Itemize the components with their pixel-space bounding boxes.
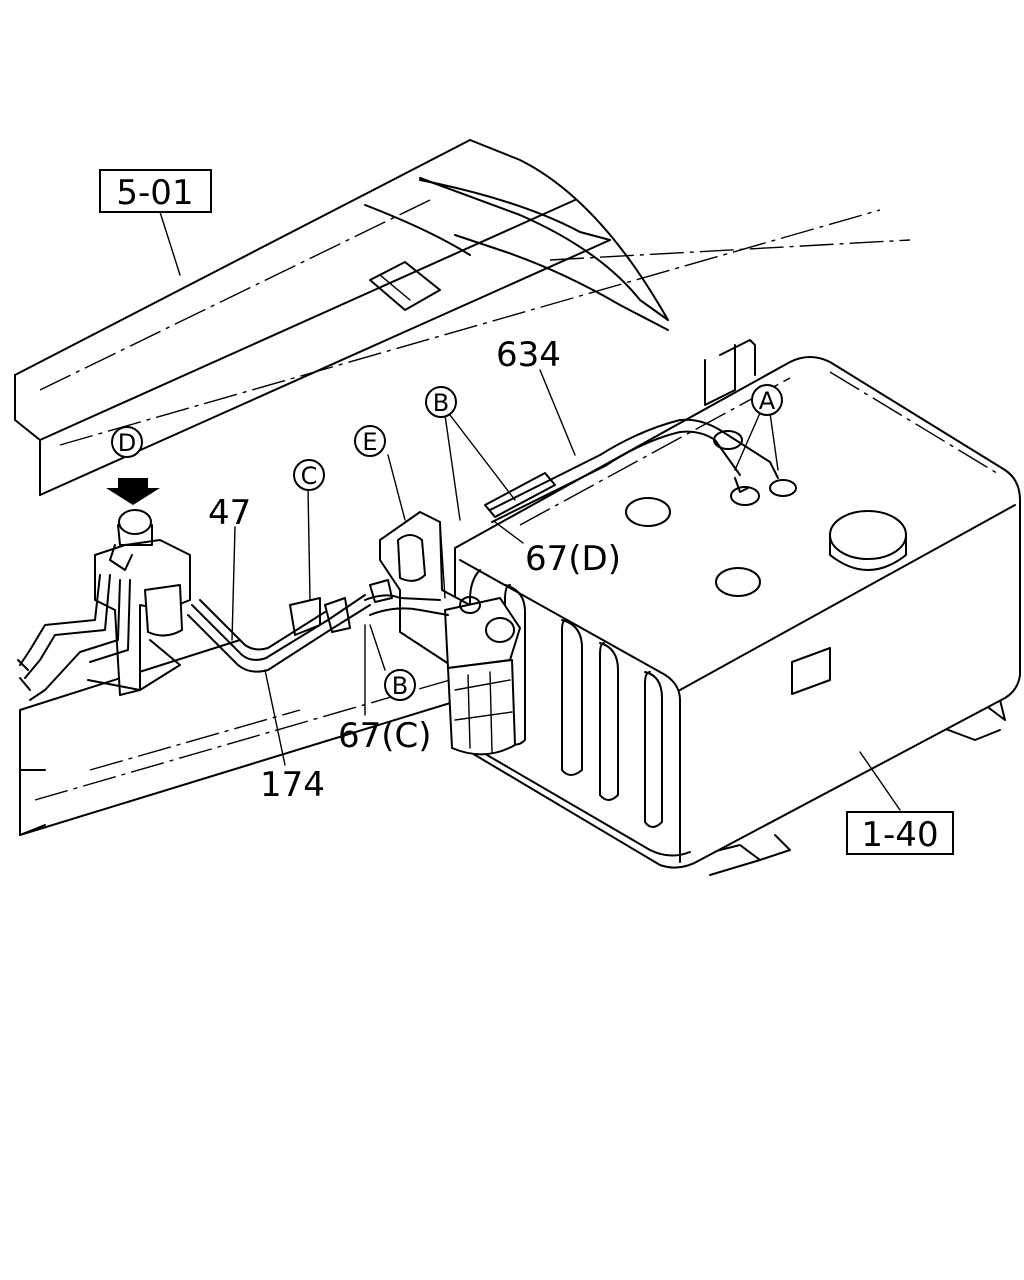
part-number-67d: 67(D) bbox=[525, 539, 621, 579]
svg-text:E: E bbox=[362, 428, 377, 456]
ref-box-frame: 5-01 bbox=[99, 169, 212, 213]
fuel-tank bbox=[454, 356, 1021, 869]
circle-label-b-bottom: B bbox=[384, 669, 416, 701]
left-fuel-tubes bbox=[17, 574, 131, 701]
svg-text:C: C bbox=[301, 462, 318, 490]
fuel-filter bbox=[444, 596, 521, 756]
pump-assembly bbox=[87, 509, 191, 696]
fuel-line-47-174 bbox=[187, 579, 449, 673]
svg-text:A: A bbox=[759, 387, 776, 415]
svg-text:B: B bbox=[392, 672, 408, 700]
ref-box-tank: 1-40 bbox=[846, 811, 954, 855]
part-number-67c: 67(C) bbox=[338, 716, 432, 756]
circle-label-a: A bbox=[751, 384, 783, 416]
svg-text:B: B bbox=[433, 389, 449, 417]
circle-label-e: E bbox=[354, 425, 386, 457]
ref-frame-text: 5-01 bbox=[116, 173, 193, 213]
ref-tank-text: 1-40 bbox=[861, 815, 938, 855]
circle-label-c: C bbox=[293, 459, 325, 491]
upper-frame-rail bbox=[14, 139, 911, 496]
part-number-174: 174 bbox=[260, 765, 325, 805]
circle-label-b-top: B bbox=[425, 386, 457, 418]
fuel-line-634 bbox=[484, 418, 779, 523]
direction-arrow-d bbox=[106, 478, 160, 505]
part-number-634: 634 bbox=[496, 335, 561, 375]
part-number-47: 47 bbox=[208, 493, 251, 533]
leader-lines bbox=[159, 211, 901, 811]
svg-text:D: D bbox=[118, 429, 136, 457]
circle-label-d: D bbox=[111, 426, 143, 458]
